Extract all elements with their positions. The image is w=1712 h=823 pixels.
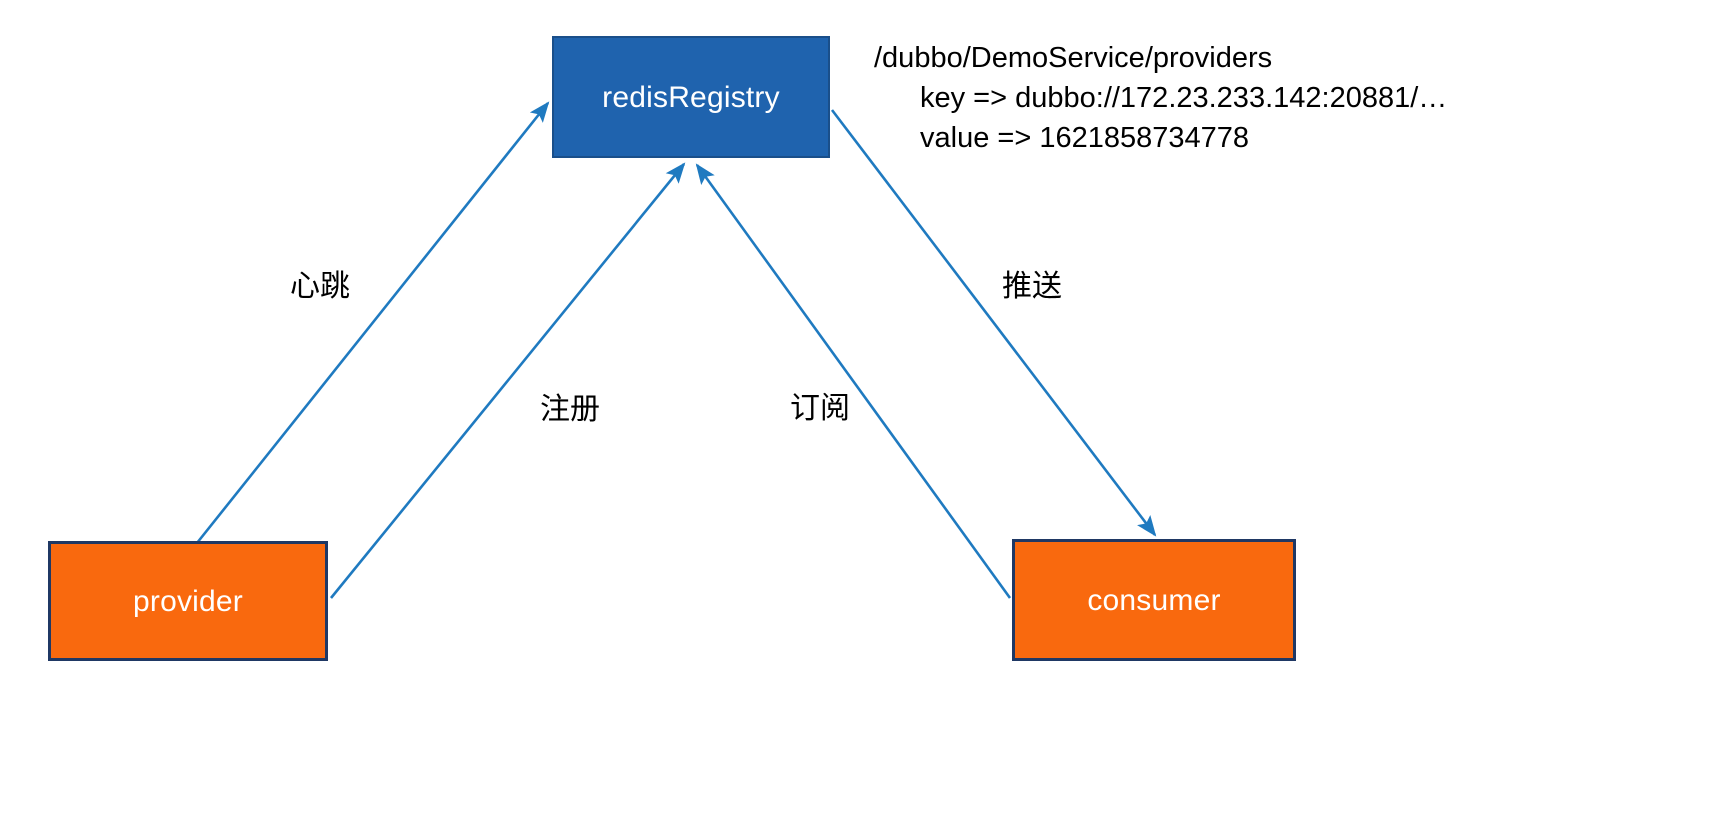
edge-label-subscribe: 订阅	[790, 392, 850, 425]
node-redis-registry[interactable]: redisRegistry	[552, 36, 830, 158]
edge-subscribe	[695, 163, 1012, 599]
edge-label-register: 注册	[540, 393, 600, 426]
annotation-key: key => dubbo://172.23.233.142:20881/…	[920, 82, 1448, 115]
edge-label-heartbeat: 心跳	[290, 270, 350, 303]
node-provider-label: provider	[133, 584, 243, 618]
annotation-value: value => 1621858734778	[920, 122, 1249, 155]
edge-push	[830, 109, 1157, 537]
annotation-path: /dubbo/DemoService/providers	[874, 42, 1273, 74]
node-provider[interactable]: provider	[48, 541, 328, 661]
edge-label-push: 推送	[1002, 270, 1062, 303]
registry-data-annotation: /dubbo/DemoService/providers key => dubb…	[874, 38, 1694, 158]
edge-heartbeat	[191, 101, 550, 549]
edge-register	[329, 162, 686, 599]
node-consumer-label: consumer	[1087, 583, 1221, 617]
node-consumer[interactable]: consumer	[1012, 539, 1296, 661]
node-redis-registry-label: redisRegistry	[602, 80, 780, 114]
